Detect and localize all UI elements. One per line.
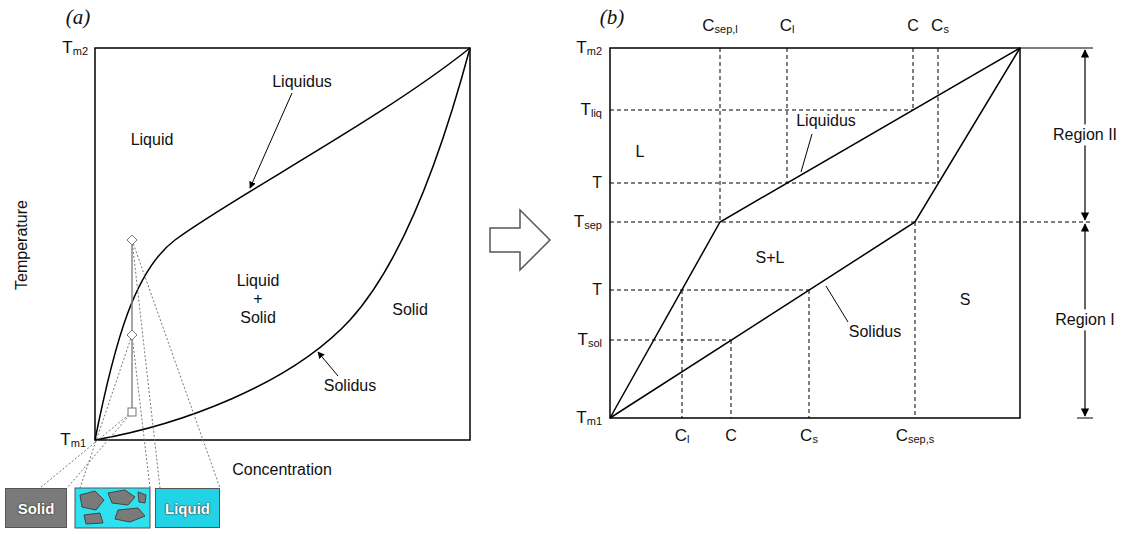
phase-region-label: S xyxy=(960,290,971,309)
projection-line xyxy=(67,412,132,488)
solid-grain xyxy=(80,491,104,510)
concentration-label: C xyxy=(725,426,737,445)
dashed-guide xyxy=(809,290,810,418)
projection-line xyxy=(132,240,220,488)
temperature-label: Tm1 xyxy=(576,408,602,428)
mixture-sample-box xyxy=(75,488,150,528)
box-text: Solid xyxy=(18,500,55,517)
solid-grain xyxy=(115,508,145,522)
solid-grain xyxy=(108,490,135,505)
transition-arrow xyxy=(490,210,550,270)
concentration-label: Csep,l xyxy=(702,16,738,36)
temperature-label: Tsep xyxy=(574,212,602,232)
plot-frame xyxy=(95,48,470,440)
concentration-label: Cl xyxy=(780,16,795,36)
dashed-guide xyxy=(682,290,683,418)
temperature-label: Tsol xyxy=(578,330,602,350)
dashed-guide xyxy=(787,48,788,183)
region-label: Region II xyxy=(1050,124,1120,145)
bracket-tick xyxy=(1020,48,1093,49)
phase-region-label: Liquid + Solid xyxy=(237,272,280,327)
region-label: Region I xyxy=(1052,309,1118,330)
dashed-guide xyxy=(913,48,914,110)
projection-line xyxy=(132,240,160,488)
phase-region-label: L xyxy=(636,142,645,161)
concentration-label: Cs xyxy=(931,16,949,36)
curve-label: Solidus xyxy=(849,322,901,341)
dashed-guide xyxy=(610,183,938,184)
dashed-guide xyxy=(610,340,731,341)
dashed-guide xyxy=(720,48,721,222)
concentration-label: Csep,s xyxy=(896,426,935,446)
dashed-guide xyxy=(610,290,809,291)
leader-line xyxy=(801,134,812,172)
bracket-tick xyxy=(1077,418,1093,419)
curve-label: Solidus xyxy=(324,376,376,395)
dashed-guide xyxy=(915,222,916,418)
dashed-guide xyxy=(938,48,939,183)
solidus-curve xyxy=(95,48,470,440)
temperature-label: Tm2 xyxy=(576,38,602,58)
concentration-label: Cl xyxy=(675,426,690,446)
liquid-sample-box: Liquid xyxy=(155,488,220,528)
leader-line xyxy=(250,93,292,188)
plot-frame xyxy=(610,48,1020,418)
projection-line xyxy=(40,412,132,488)
dashed-guide xyxy=(731,340,732,418)
liquidus-line xyxy=(610,48,1020,418)
phase-region-label: S+L xyxy=(756,248,785,267)
temperature-label: T xyxy=(592,173,602,192)
temperature-label: Tliq xyxy=(581,100,602,120)
state-marker xyxy=(127,330,137,340)
axis-tick-label: Tm1 xyxy=(60,430,86,450)
solid-sample-box: Solid xyxy=(5,488,67,528)
phase-region-label: Liquid xyxy=(131,130,174,149)
liquidus-curve xyxy=(95,48,470,440)
state-marker xyxy=(128,408,136,416)
axis-title: Concentration xyxy=(232,460,332,479)
panel-letter: (b) xyxy=(600,5,625,30)
dashed-guide xyxy=(610,110,913,111)
phase-region-label: Solid xyxy=(392,300,428,319)
leader-line xyxy=(826,286,848,322)
concentration-label: Cs xyxy=(800,426,818,446)
solidus-line xyxy=(610,48,1020,418)
curve-label: Liquidus xyxy=(272,72,332,91)
dashed-guide xyxy=(610,222,1093,223)
axis-tick-label: Tm2 xyxy=(62,38,88,58)
projection-line xyxy=(80,335,132,488)
state-marker xyxy=(127,235,137,245)
temperature-label: T xyxy=(592,280,602,299)
panel-letter: (a) xyxy=(66,5,91,30)
concentration-label: C xyxy=(907,16,919,35)
solid-grain xyxy=(84,513,103,524)
box-text: Liquid xyxy=(165,500,210,517)
axis-title: Temperature xyxy=(12,200,31,290)
solid-grain xyxy=(138,492,146,503)
cooling-path xyxy=(131,240,133,412)
leader-line xyxy=(318,352,338,376)
curve-label: Liquidus xyxy=(796,111,856,130)
